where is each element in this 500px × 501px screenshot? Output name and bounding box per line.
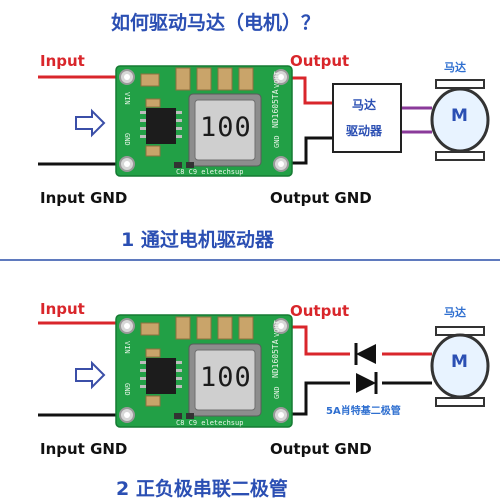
motor-title-label-2: 马达 [444, 306, 466, 319]
schottky-diode-bottom [356, 372, 378, 394]
motor-letter-2: M [451, 352, 468, 372]
section-2-caption: 2 正负极串联二极管 [116, 478, 288, 500]
input-gnd-label-2: Input GND [40, 440, 128, 458]
motor-letter: M [451, 106, 468, 126]
input-gnd-label: Input GND [40, 189, 128, 207]
pcb-gnd-left-label-2: GND [123, 383, 131, 396]
converter-module-2 [115, 314, 293, 428]
pcb-vout-label: VOUT [273, 71, 281, 88]
output-wire-2 [288, 325, 350, 356]
driver-label-line1: 马达 [352, 98, 377, 112]
section-1-caption: 1 通过电机驱动器 [121, 229, 274, 251]
output-wire [288, 76, 333, 105]
pcb-gnd-left-label: GND [123, 133, 131, 146]
pcb-model-label-2: ND1605TA [271, 339, 280, 378]
diode-label: 5A肖特基二极管 [326, 406, 401, 417]
pcb-brand-label: C8 C9 eletechsup [176, 168, 244, 176]
input-label-2: Input [40, 300, 85, 318]
motor-driver-box [332, 83, 402, 153]
pcb-gnd-right-label: GND [273, 135, 281, 148]
pcb-vin-label: VIN [123, 92, 131, 105]
motor-1 [430, 79, 490, 161]
pcb-gnd-right-label-2: GND [273, 386, 281, 399]
inductor-value: 100 [200, 112, 252, 143]
pcb-vout-label-2: VOUT [273, 320, 281, 337]
output-gnd-wire [288, 136, 333, 165]
output-label: Output [290, 52, 350, 70]
pcb-vin-label-2: VIN [123, 341, 131, 354]
input-label: Input [40, 52, 85, 70]
motor-title-label: 马达 [444, 61, 466, 74]
motor-2 [430, 326, 490, 407]
output-label-2: Output [290, 302, 350, 320]
output-gnd-label: Output GND [270, 189, 372, 207]
output-gnd-wire-2 [288, 381, 350, 416]
arrow-icon-2 [75, 360, 106, 390]
inductor-value-2: 100 [200, 362, 252, 393]
schottky-diode-top [354, 343, 376, 365]
output-gnd-label-2: Output GND [270, 440, 372, 458]
driver-label-line2: 驱动器 [346, 124, 383, 138]
arrow-icon [75, 108, 106, 138]
pcb-model-label: ND1605TA [271, 89, 280, 128]
pcb-brand-label-2: C8 C9 eletechsup [176, 419, 244, 427]
converter-module-1 [115, 65, 293, 177]
page-title: 如何驱动马达（电机）？ [111, 12, 321, 34]
